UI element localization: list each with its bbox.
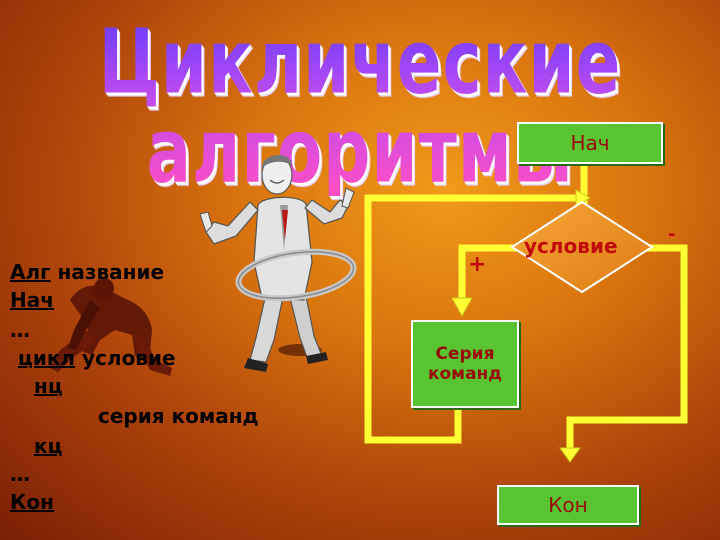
keyword-alg: Алг [10, 260, 51, 284]
keyword-kc: кц [34, 434, 63, 458]
code-line-commands: серия команд [98, 404, 259, 428]
keyword-nc: нц [34, 374, 63, 398]
commands-label-line2: команд [427, 364, 503, 384]
end-block: Кон [497, 485, 639, 525]
code-line-kon: Кон [10, 492, 54, 512]
runner-figure [50, 278, 172, 376]
code-line-alg: Алг название [10, 262, 164, 282]
plus-mark: + [468, 252, 487, 277]
arrowhead-end [559, 447, 581, 463]
hula-hoop-man-figure [199, 154, 357, 372]
code-line-kc: кц [34, 436, 62, 456]
code-line-ellipsis-1: … [10, 318, 30, 342]
code-line-cycle: цикл условие [18, 348, 176, 368]
keyword-kon: Кон [10, 490, 54, 514]
code-line-nc: нц [34, 376, 63, 396]
branch-plus-line [458, 244, 524, 300]
loop-back-line [364, 194, 578, 444]
code-line-ellipsis-2: … [10, 462, 30, 486]
end-label: Кон [548, 493, 588, 517]
commands-block: Серия команд [411, 320, 519, 408]
branch-minus-line [566, 244, 688, 450]
start-block: Нач [517, 122, 663, 164]
code-line-nach: Нач [10, 290, 54, 310]
minus-mark: - [668, 224, 676, 245]
alg-name-text: название [50, 260, 165, 284]
arrowhead-body [451, 297, 473, 318]
cycle-condition-text: условие [75, 346, 176, 370]
condition-diamond [510, 200, 654, 294]
condition-label: условие [524, 234, 618, 258]
start-label: Нач [570, 131, 610, 155]
slide-title: Циклические алгоритмы [30, 17, 690, 196]
keyword-nach: Нач [10, 288, 54, 312]
keyword-cycle: цикл [18, 346, 76, 370]
commands-label-line1: Серия [435, 343, 495, 364]
